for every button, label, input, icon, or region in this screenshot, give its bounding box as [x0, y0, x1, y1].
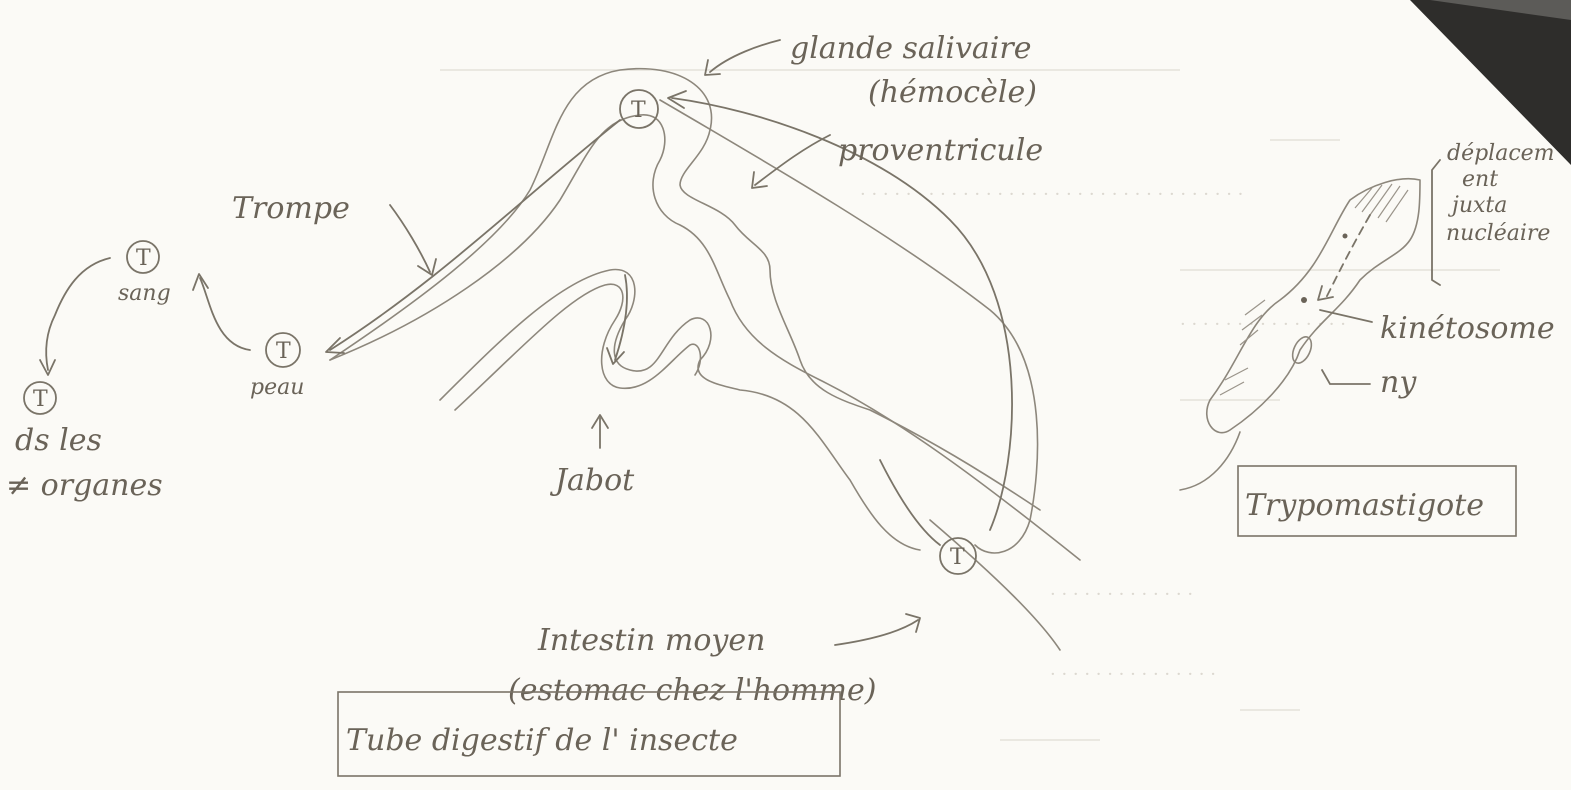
- label-hemocoel: (hémocèle): [868, 75, 1037, 110]
- label-midgut: Intestin moyen: [537, 623, 765, 658]
- label-kinetosome: kinétosome: [1380, 311, 1555, 346]
- svg-text:T: T: [136, 246, 151, 271]
- label-displacement-2: ent: [1462, 167, 1498, 192]
- svg-text:· · · · · · · · · · · · · · ·: · · · · · · · · · · · · · · ·: [1050, 664, 1216, 685]
- parasite-marker-gland: T: [620, 90, 658, 128]
- label-stomach-human: (estomac chez l'homme): [508, 673, 876, 708]
- parasite-marker-organs: T: [24, 382, 56, 414]
- label-proventricle: proventricule: [838, 133, 1043, 168]
- label-organs-2: ≠ organes: [6, 468, 163, 503]
- label-displacement-3: juxta: [1447, 193, 1507, 218]
- label-nucleus: ny: [1380, 365, 1417, 400]
- svg-text:T: T: [631, 98, 646, 123]
- svg-text:· · · · · · · · · · · · · · ·: · · · · · · · · · · · · · · · · · · · · …: [860, 184, 1243, 205]
- label-blood: sang: [118, 281, 171, 306]
- label-salivary-gland: glande salivaire: [790, 31, 1032, 66]
- label-skin: peau: [250, 375, 304, 400]
- title-digestive-tube: Tube digestif de l' insecte: [346, 723, 738, 758]
- label-organs-1: ds les: [15, 423, 102, 458]
- parasite-marker-skin: T: [266, 333, 300, 367]
- svg-text:T: T: [276, 339, 291, 364]
- label-displacement-4: nucléaire: [1446, 221, 1550, 246]
- title-trypomastigote: Trypomastigote: [1245, 488, 1484, 523]
- trypomastigote-arrows: [1318, 160, 1440, 384]
- parasite-marker-blood: T: [127, 241, 159, 273]
- svg-text:T: T: [33, 387, 48, 412]
- label-displacement-1: déplacem: [1447, 141, 1555, 166]
- svg-text:· · · · · · · · · · · · ·: · · · · · · · · · · · · ·: [1050, 584, 1193, 605]
- label-proboscis: Trompe: [232, 191, 350, 226]
- svg-text:T: T: [950, 545, 965, 570]
- insect-arrows: [390, 40, 920, 645]
- label-crop: Jabot: [549, 463, 635, 498]
